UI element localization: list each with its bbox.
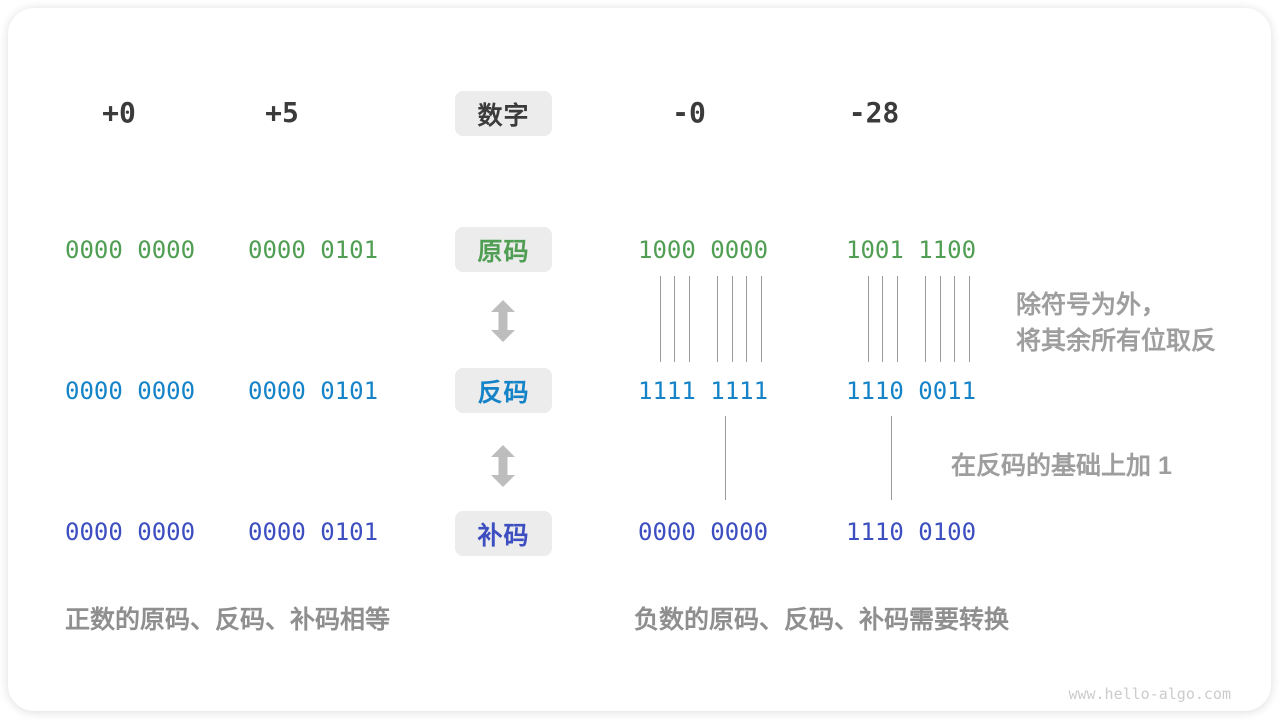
updown-arrow-icon (490, 300, 516, 342)
bit-line (882, 276, 884, 362)
sign-magnitude-minus0: 1000 0000 (638, 236, 769, 264)
annotation-add-one: 在反码的基础上加 1 (951, 452, 1172, 480)
caption-positive: 正数的原码、反码、补码相等 (65, 606, 391, 634)
sign-magnitude-plus0: 0000 0000 (65, 236, 196, 264)
sign-magnitude-tag: 原码 (455, 227, 552, 272)
ones-complement-label: 反码 (477, 378, 530, 407)
twos-complement-plus5: 0000 0101 (248, 518, 379, 546)
sign-magnitude-plus5: 0000 0101 (248, 236, 379, 264)
ones-complement-tag: 反码 (455, 368, 552, 413)
annotation-flip-line2: 将其余所有位取反 (1016, 327, 1217, 355)
ones-complement-minus28: 1110 0011 (846, 377, 977, 405)
header-minus-twentyeight: -28 (848, 96, 900, 129)
header-plus-zero: +0 (102, 96, 136, 129)
bit-line (954, 276, 956, 362)
bit-line (674, 276, 676, 362)
bit-line (760, 276, 762, 362)
bit-line (717, 276, 719, 362)
bit-line (731, 276, 733, 362)
website-watermark: www.hello-algo.com (1068, 685, 1231, 703)
bit-line (939, 276, 941, 362)
bit-line (968, 276, 970, 362)
sign-magnitude-label: 原码 (477, 237, 530, 266)
bit-line (925, 276, 927, 362)
bit-line (688, 276, 690, 362)
twos-complement-minus28: 1110 0100 (846, 518, 977, 546)
twos-complement-plus0: 0000 0000 (65, 518, 196, 546)
diagram-card: +0 +5 数字 -0 -28 0000 0000 0000 0101 原码 1… (8, 8, 1271, 711)
twos-complement-minus0: 0000 0000 (638, 518, 769, 546)
header-plus-five: +5 (265, 96, 299, 129)
bit-line (746, 276, 748, 362)
updown-arrow-icon (490, 445, 516, 487)
bit-line (896, 276, 898, 362)
twos-complement-tag: 补码 (455, 511, 552, 556)
sign-magnitude-minus28: 1001 1100 (846, 236, 977, 264)
caption-negative: 负数的原码、反码、补码需要转换 (634, 606, 1010, 634)
ones-complement-plus5: 0000 0101 (248, 377, 379, 405)
header-number-label: 数字 (477, 101, 530, 130)
bit-line (725, 416, 726, 500)
ones-complement-minus0: 1111 1111 (638, 377, 769, 405)
bit-line (659, 276, 661, 362)
annotation-flip-line1: 除符号为外， (1016, 291, 1167, 319)
bit-line (891, 416, 892, 500)
header-minus-zero: -0 (672, 96, 706, 129)
bit-line (867, 276, 869, 362)
ones-complement-plus0: 0000 0000 (65, 377, 196, 405)
twos-complement-label: 补码 (477, 521, 530, 550)
header-number-tag: 数字 (455, 91, 552, 136)
